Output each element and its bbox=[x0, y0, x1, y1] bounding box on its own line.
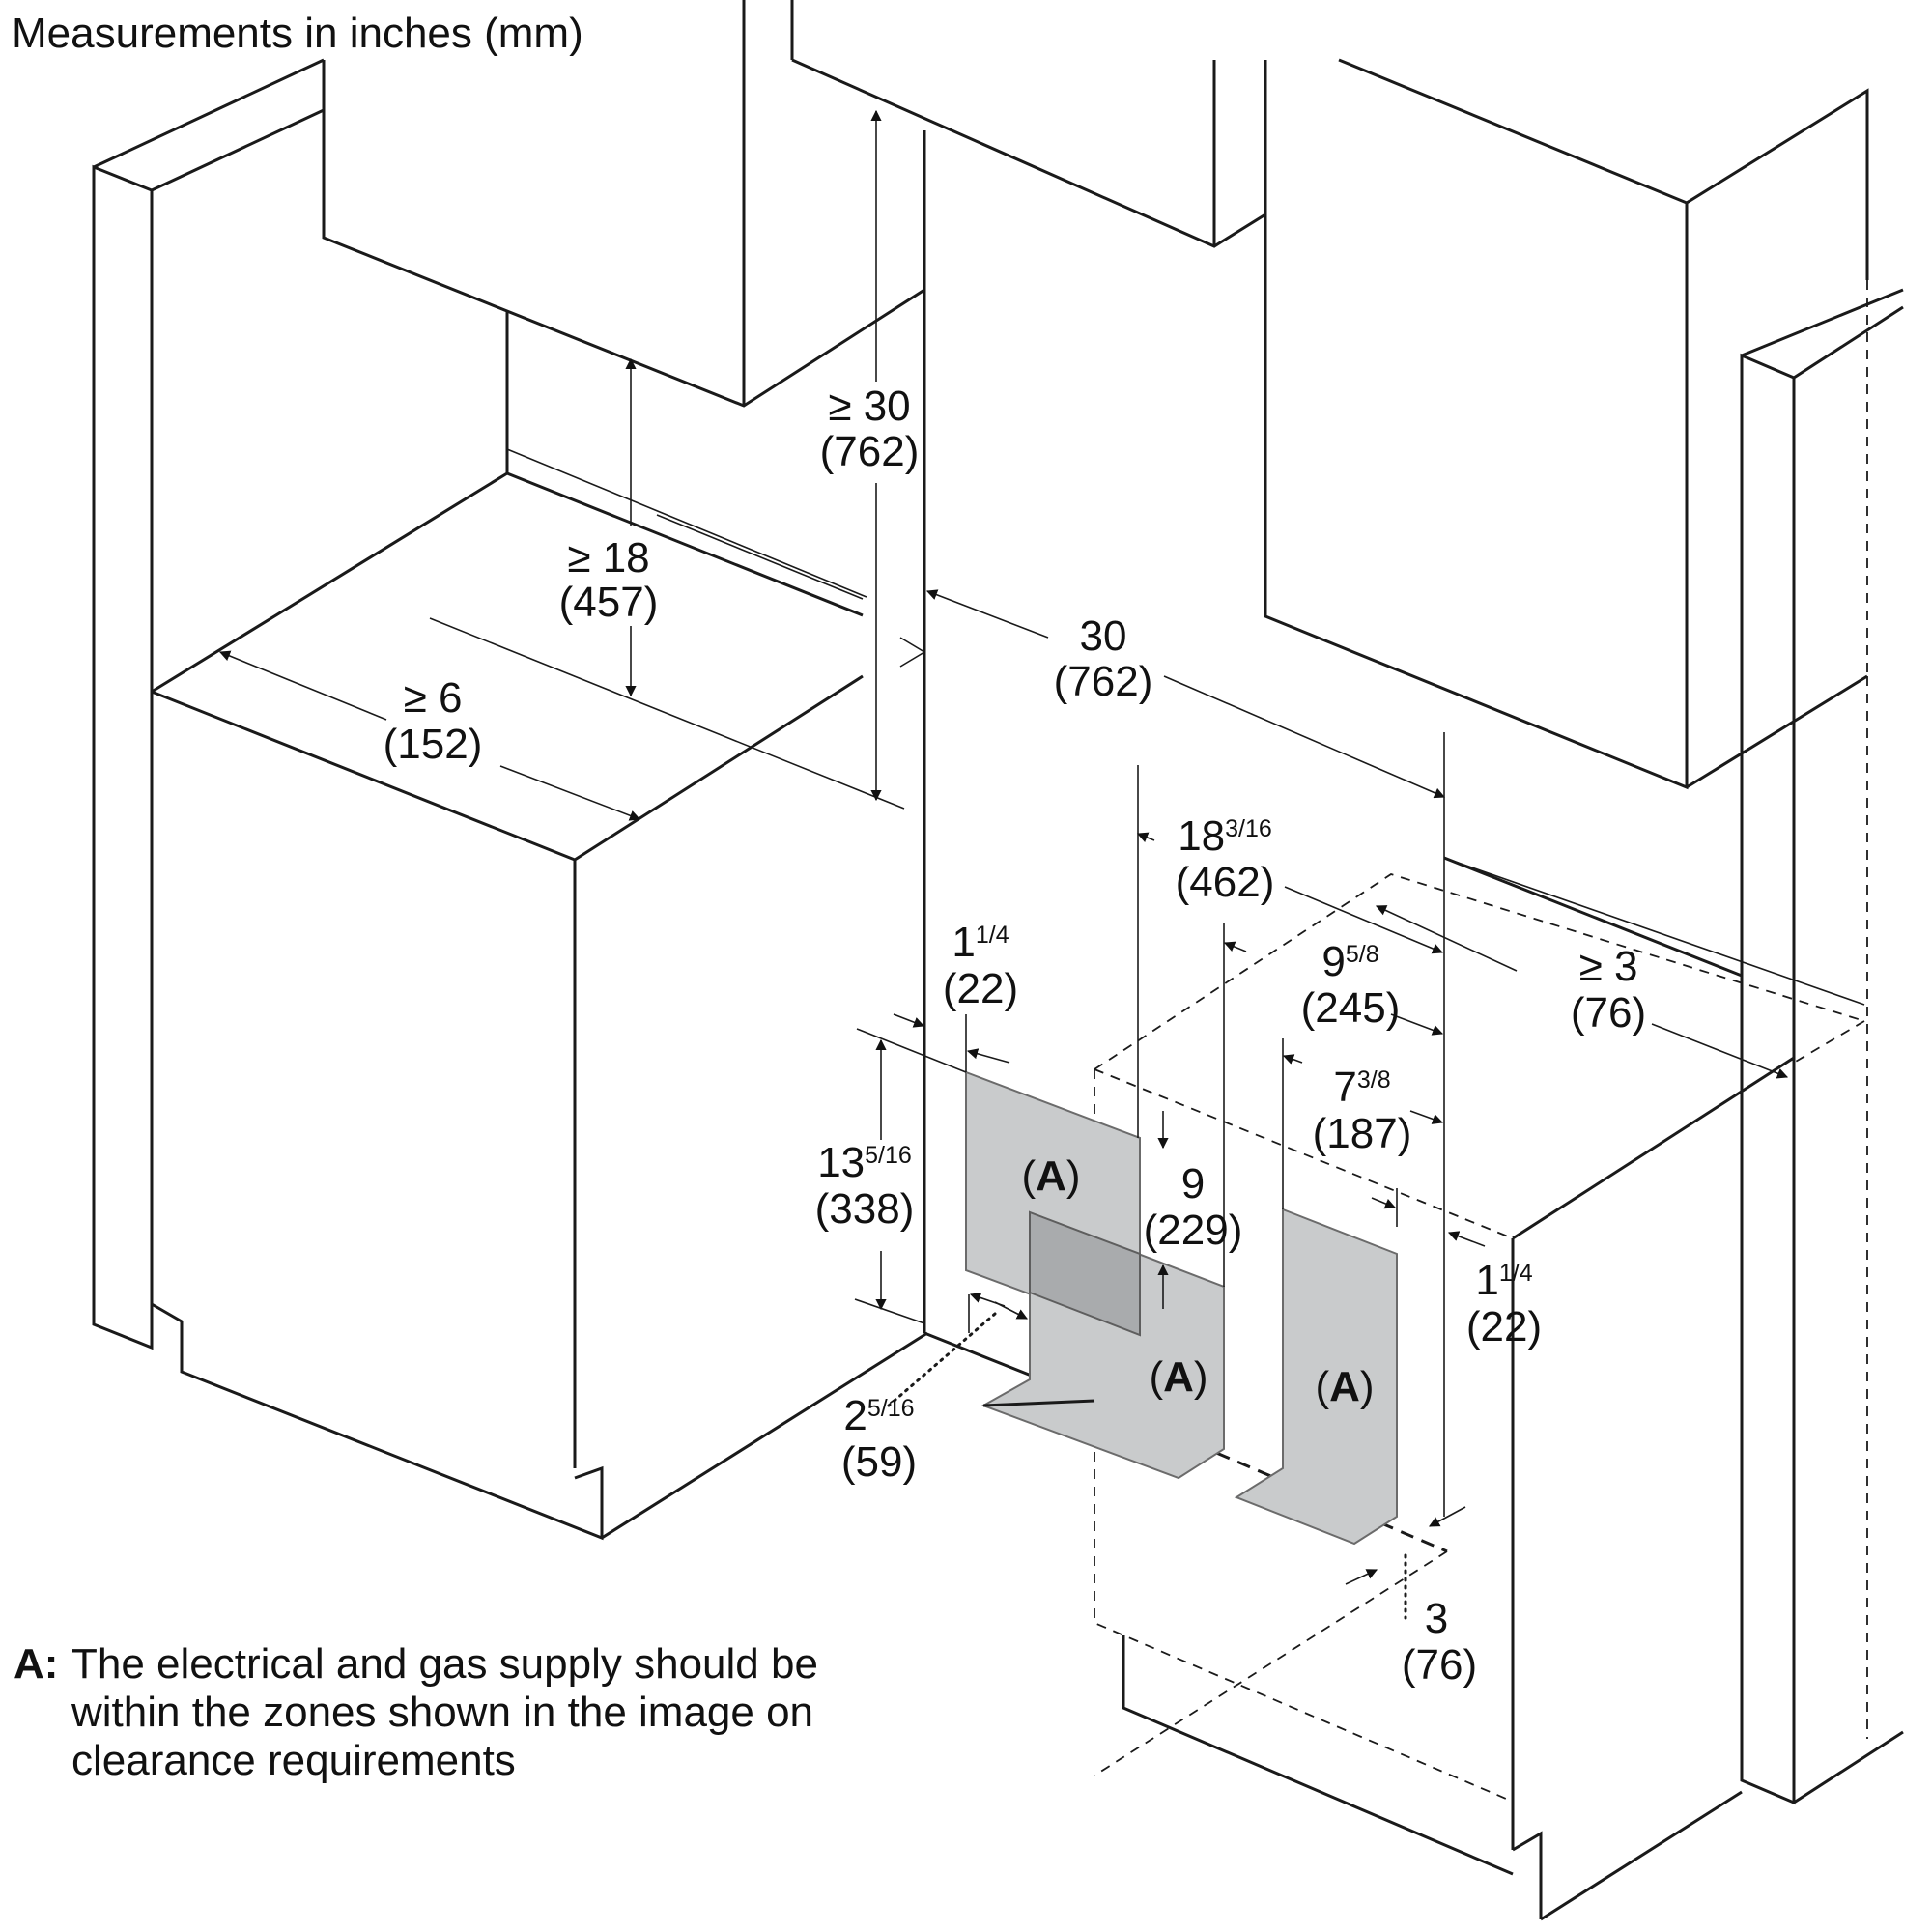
left-base-cabinet bbox=[151, 448, 928, 1541]
appliance-outline bbox=[1094, 873, 1865, 1876]
dim-zone-gap: 9 (229) bbox=[1144, 1160, 1243, 1254]
svg-text:(457): (457) bbox=[559, 579, 659, 626]
svg-text:≥ 3: ≥ 3 bbox=[1579, 943, 1638, 990]
svg-text:(76): (76) bbox=[1402, 1641, 1477, 1689]
zone-edge bbox=[982, 1399, 1095, 1407]
svg-text:(462): (462) bbox=[1176, 859, 1275, 906]
dim-floor-offset: 3 (76) bbox=[1402, 1595, 1477, 1689]
svg-text:3: 3 bbox=[1425, 1595, 1448, 1642]
legend-line-3: clearance requirements bbox=[71, 1737, 516, 1784]
opening-left-edge bbox=[790, 0, 1267, 1403]
svg-text:(245): (245) bbox=[1301, 984, 1401, 1032]
legend-line-1: The electrical and gas supply should be bbox=[71, 1640, 818, 1688]
left-wall-cabinet bbox=[322, 0, 926, 473]
dim-upper-clearance: ≥ 30 (762) bbox=[820, 383, 920, 475]
svg-text:≥ 6: ≥ 6 bbox=[404, 674, 463, 722]
dim-side-depth: ≥ 6 (152) bbox=[384, 674, 483, 768]
dim-right-offset: 11/4 (22) bbox=[1466, 1257, 1542, 1350]
dim-zone-width-small: 73/8 (187) bbox=[1313, 1064, 1412, 1157]
svg-text:(22): (22) bbox=[943, 965, 1018, 1012]
right-base-cabinet bbox=[1443, 856, 1865, 1921]
right-wall-cabinet bbox=[1264, 58, 1869, 790]
svg-text:(22): (22) bbox=[1466, 1303, 1542, 1350]
svg-text:95/8: 95/8 bbox=[1321, 938, 1378, 985]
svg-text:≥ 30: ≥ 30 bbox=[828, 383, 910, 430]
svg-text:(762): (762) bbox=[1054, 658, 1153, 705]
svg-text:73/8: 73/8 bbox=[1333, 1064, 1390, 1111]
svg-text:11/4: 11/4 bbox=[952, 919, 1009, 966]
svg-text:25/16: 25/16 bbox=[843, 1392, 914, 1439]
supply-zone-right bbox=[1234, 1208, 1398, 1546]
dim-zone-width-mid: 95/8 (245) bbox=[1301, 938, 1401, 1032]
svg-text:(229): (229) bbox=[1144, 1207, 1243, 1254]
dim-side-height: ≥ 18 (457) bbox=[559, 534, 659, 626]
svg-text:(59): (59) bbox=[841, 1438, 917, 1486]
dim-bottom-offset: 25/16 (59) bbox=[841, 1392, 917, 1486]
dim-zone-height: 135/16 (338) bbox=[815, 1139, 915, 1233]
right-cabinet-side bbox=[1740, 288, 1904, 1805]
zone-label-2: (A) bbox=[1149, 1353, 1208, 1401]
svg-text:11/4: 11/4 bbox=[1475, 1257, 1532, 1304]
left-cabinet-side bbox=[92, 58, 325, 1350]
dim-zone-width-large: 183/16 (462) bbox=[1176, 812, 1275, 906]
svg-text:(76): (76) bbox=[1571, 989, 1646, 1037]
legend-key: A: bbox=[14, 1640, 59, 1688]
zone-label-1: (A) bbox=[1021, 1152, 1080, 1200]
svg-text:135/16: 135/16 bbox=[817, 1139, 912, 1186]
dim-left-offset: 11/4 (22) bbox=[943, 919, 1018, 1012]
dimension-lines bbox=[218, 109, 1789, 1620]
svg-text:(338): (338) bbox=[815, 1185, 915, 1233]
dim-cutout-width: 30 (762) bbox=[1054, 612, 1153, 705]
legend-note: A: The electrical and gas supply should … bbox=[14, 1640, 902, 1785]
dim-rear-clearance: ≥ 3 (76) bbox=[1571, 943, 1646, 1037]
zone-label-3: (A) bbox=[1315, 1363, 1374, 1410]
svg-text:(187): (187) bbox=[1313, 1110, 1412, 1157]
diagram-title: Measurements in inches (mm) bbox=[12, 10, 583, 57]
svg-text:9: 9 bbox=[1181, 1160, 1205, 1208]
svg-text:30: 30 bbox=[1080, 612, 1127, 660]
svg-text:≥ 18: ≥ 18 bbox=[567, 534, 649, 582]
svg-text:(152): (152) bbox=[384, 721, 483, 768]
svg-text:(762): (762) bbox=[820, 428, 920, 475]
svg-text:183/16: 183/16 bbox=[1178, 812, 1272, 860]
legend-line-2: within the zones shown in the image on bbox=[71, 1689, 814, 1736]
